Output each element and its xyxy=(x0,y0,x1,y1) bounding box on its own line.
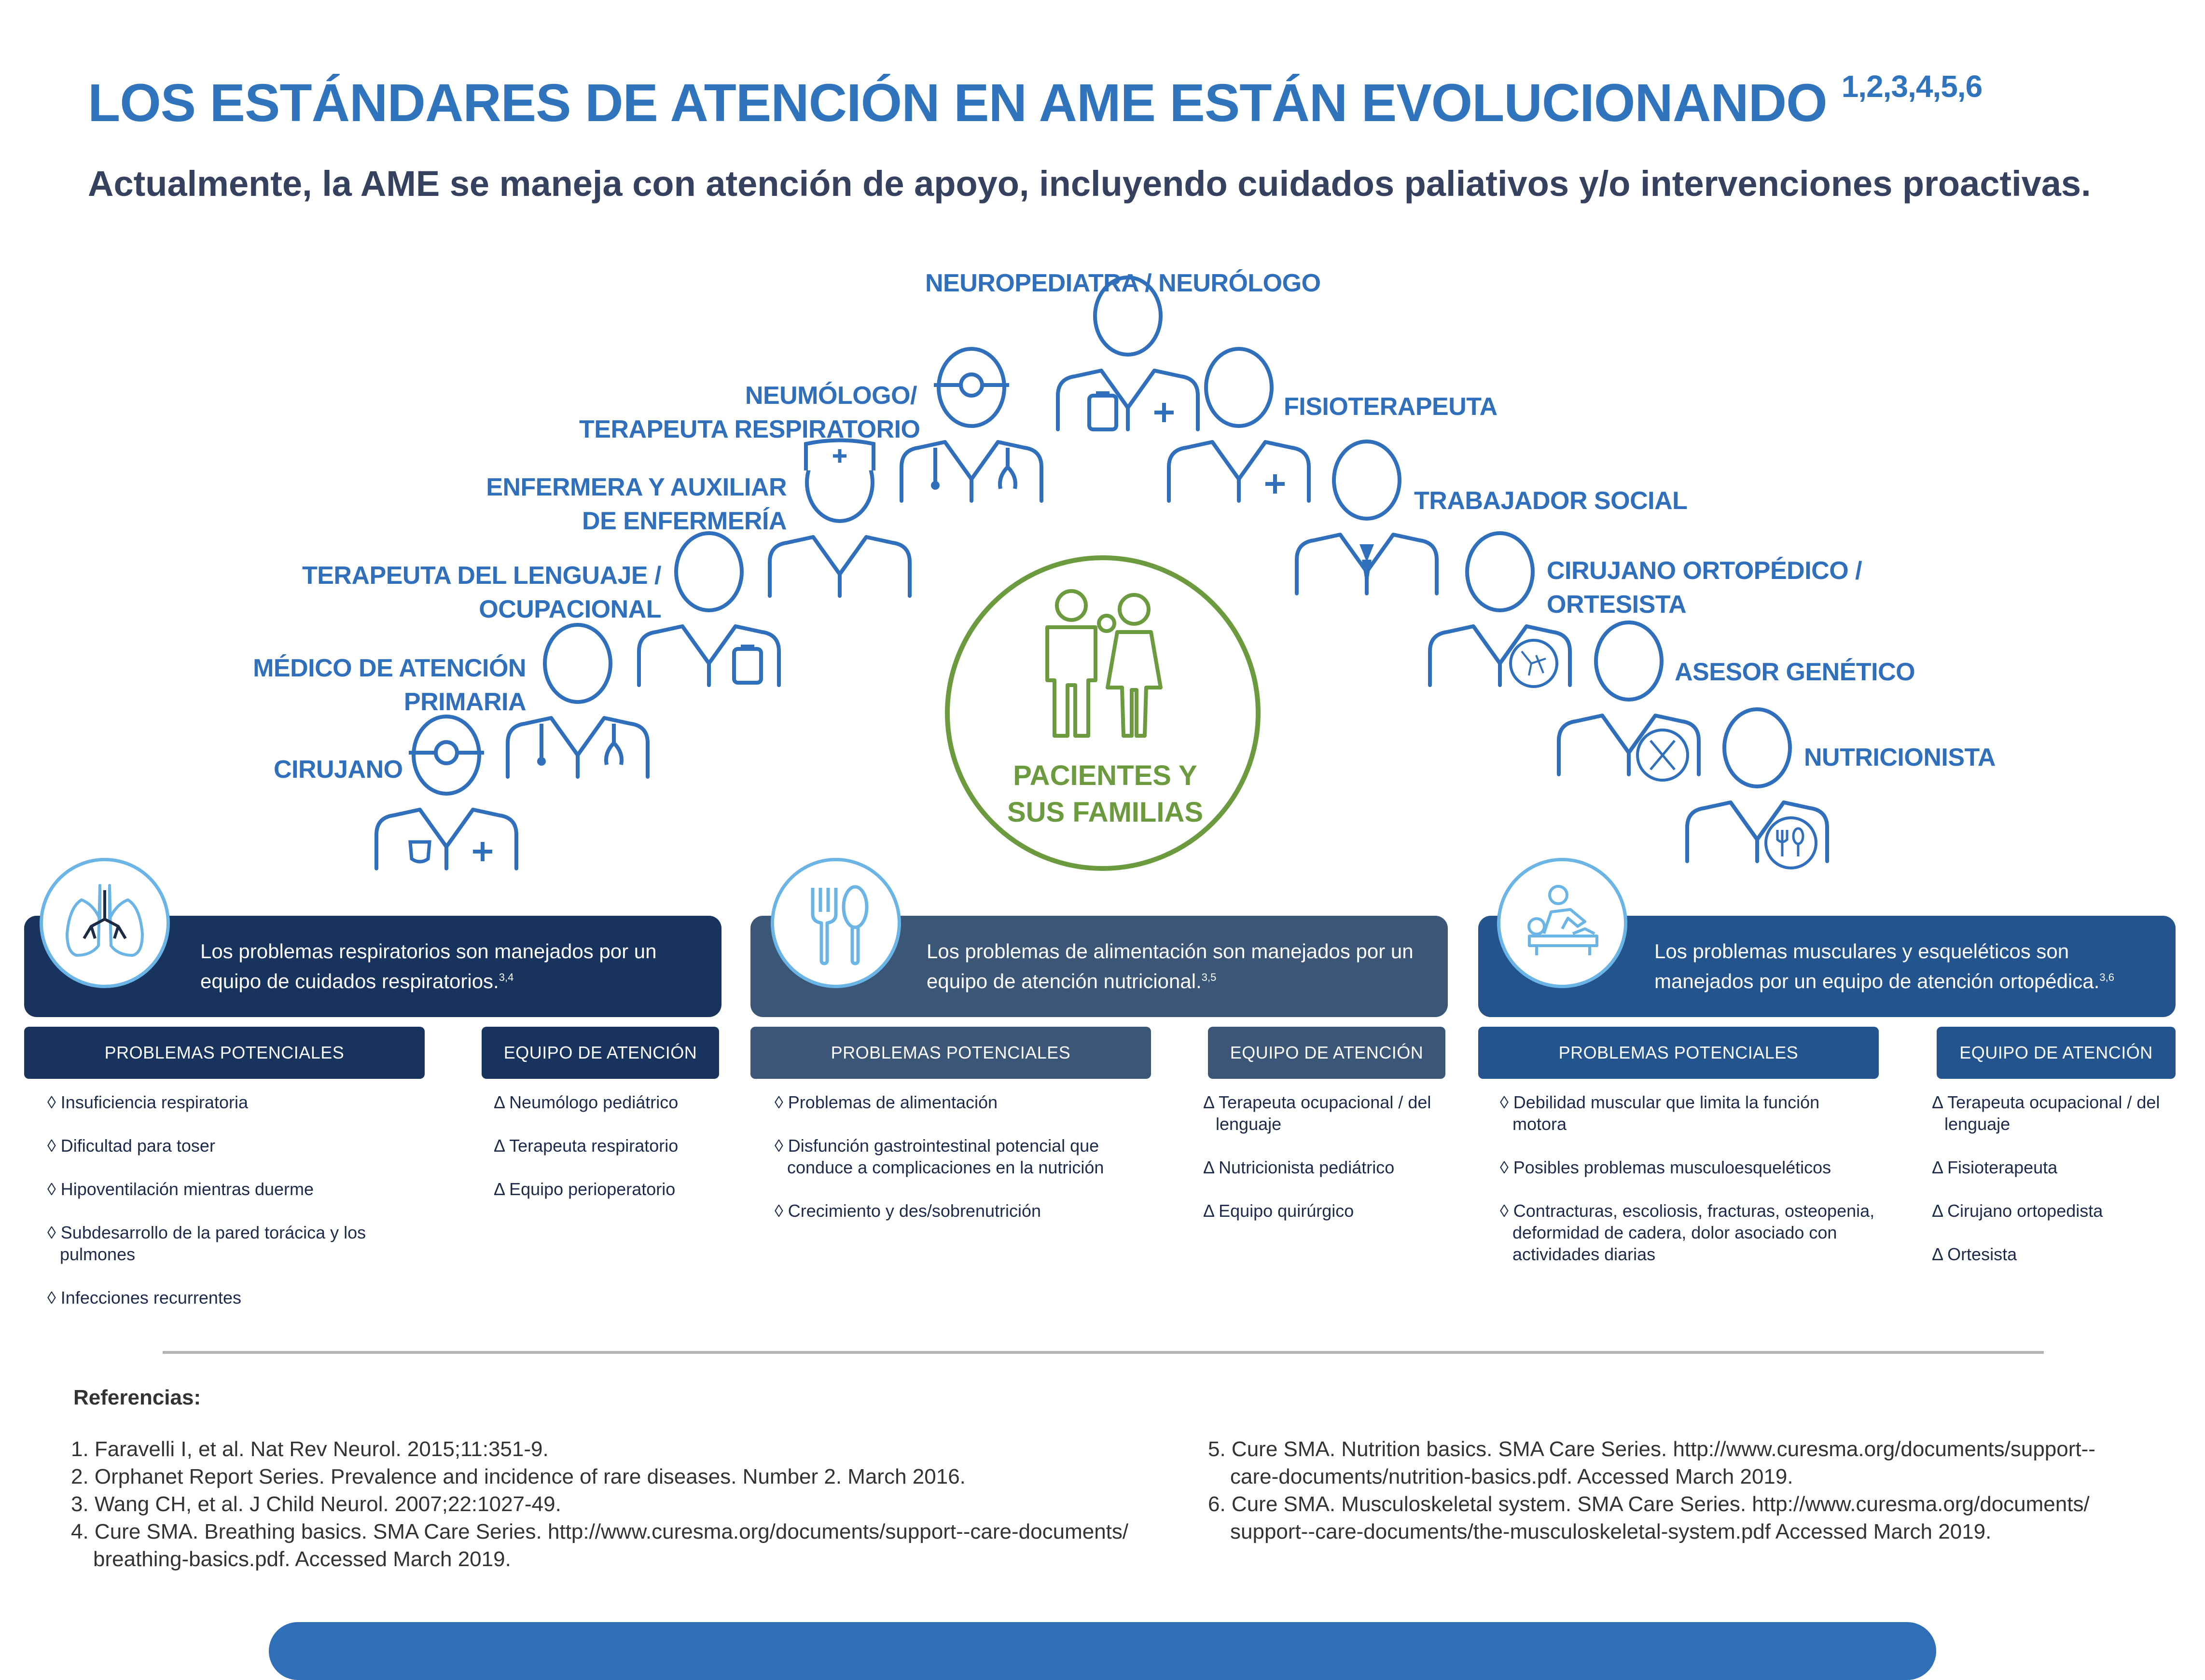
speech-therapist-figure xyxy=(639,533,779,685)
role-pneumologist: NEUMÓLOGO/TERAPEUTA RESPIRATORIO xyxy=(579,382,920,443)
list-item: Δ Ortesista xyxy=(1932,1244,2017,1264)
section-divider xyxy=(163,1351,2044,1354)
list-item: ◊ Infecciones recurrentes xyxy=(47,1288,241,1308)
reference-item: 2. Orphanet Report Series. Prevalence an… xyxy=(71,1465,966,1488)
references-heading: Referencias: xyxy=(73,1386,201,1409)
physiotherapy-icon xyxy=(1497,858,1627,988)
list-item: ◊ Dificultad para toser xyxy=(47,1136,215,1156)
ortho-problems-header: PROBLEMAS POTENCIALES xyxy=(1478,1027,1879,1079)
physiotherapist-figure xyxy=(1169,349,1309,501)
list-item: ◊ Contracturas, escoliosis, fracturas, o… xyxy=(1500,1201,1875,1264)
role-surgeon: CIRUJANO xyxy=(274,756,403,784)
role-nutritionist: NUTRICIONISTA xyxy=(1804,744,1996,771)
pneumologist-figure xyxy=(901,349,1041,501)
fork-spoon-icon xyxy=(771,858,901,988)
nutrition-problems-header: PROBLEMAS POTENCIALES xyxy=(750,1027,1151,1079)
list-item: ◊ Insuficiencia respiratoria xyxy=(47,1092,248,1112)
list-item: Δ Equipo perioperatorio xyxy=(494,1179,676,1199)
social-worker-figure xyxy=(1297,441,1437,593)
respiratory-problems-list: ◊ Insuficiencia respiratoria ◊ Dificulta… xyxy=(47,1091,414,1330)
list-item: ◊ Debilidad muscular que limita la funci… xyxy=(1500,1092,1820,1134)
reference-item: 3. Wang CH, et al. J Child Neurol. 2007;… xyxy=(71,1492,561,1516)
role-neurologist: NEUROPEDIATRA / NEURÓLOGO xyxy=(925,269,1321,297)
patients-families-circle xyxy=(945,555,1261,871)
role-physiotherapist: FISIOTERAPEUTA xyxy=(1284,393,1498,421)
lungs-icon xyxy=(40,858,170,988)
care-team-illustration xyxy=(0,0,2205,871)
page-subtitle: Actualmente, la AME se maneja con atenci… xyxy=(88,164,2091,204)
list-item: ◊ Subdesarrollo de la pared torácica y l… xyxy=(47,1223,366,1264)
nutrition-team-header: EQUIPO DE ATENCIÓN xyxy=(1208,1027,1445,1079)
list-item: Δ Terapeuta ocupacional / del lenguaje xyxy=(1932,1092,2160,1134)
reference-item: 5. Cure SMA. Nutrition basics. SMA Care … xyxy=(1208,1437,2095,1488)
references-left: 1. Faravelli I, et al. Nat Rev Neurol. 2… xyxy=(71,1435,1191,1573)
genetic-counselor-figure xyxy=(1559,622,1699,782)
ortho-team-header: EQUIPO DE ATENCIÓN xyxy=(1937,1027,2176,1079)
ortho-team-list: Δ Terapeuta ocupacional / del lenguaje Δ… xyxy=(1932,1091,2173,1287)
list-item: ◊ Hipoventilación mientras duerme xyxy=(47,1179,314,1199)
footer-bar xyxy=(269,1622,1936,1680)
reference-item: 4. Cure SMA. Breathing basics. SMA Care … xyxy=(71,1520,1129,1571)
reference-item: 1. Faravelli I, et al. Nat Rev Neurol. 2… xyxy=(71,1437,549,1461)
nutrition-team-list: Δ Terapeuta ocupacional / del lenguaje Δ… xyxy=(1203,1091,1444,1243)
reference-item: 6. Cure SMA. Musculoskeletal system. SMA… xyxy=(1208,1492,2090,1543)
nurse-figure xyxy=(770,438,910,596)
list-item: ◊ Disfunción gastrointestinal potencial … xyxy=(775,1136,1104,1177)
list-item: Δ Fisioterapeuta xyxy=(1932,1157,2058,1177)
list-item: Δ Terapeuta ocupacional / del lenguaje xyxy=(1203,1092,1431,1134)
list-item: ◊ Crecimiento y des/sobrenutrición xyxy=(775,1201,1041,1221)
respiratory-team-header: EQUIPO DE ATENCIÓN xyxy=(482,1027,719,1079)
role-genetic-counselor: ASESOR GENÉTICO xyxy=(1675,658,1915,686)
respiratory-problems-header: PROBLEMAS POTENCIALES xyxy=(24,1027,425,1079)
list-item: Δ Equipo quirúrgico xyxy=(1203,1201,1354,1221)
list-item: Δ Neumólogo pediátrico xyxy=(494,1092,679,1112)
page-title: LOS ESTÁNDARES DE ATENCIÓN EN AME ESTÁN … xyxy=(88,69,1983,133)
orthopedic-surgeon-figure xyxy=(1430,533,1570,688)
respiratory-team-list: Δ Neumólogo pediátrico Δ Terapeuta respi… xyxy=(494,1091,725,1222)
role-speech-therapist: TERAPEUTA DEL LENGUAJE /OCUPACIONAL xyxy=(302,562,662,623)
list-item: Δ Cirujano ortopedista xyxy=(1932,1201,2103,1221)
references-right: 5. Cure SMA. Nutrition basics. SMA Care … xyxy=(1208,1435,2135,1545)
role-social-worker: TRABAJADOR SOCIAL xyxy=(1414,487,1688,515)
ortho-problems-list: ◊ Debilidad muscular que limita la funci… xyxy=(1500,1091,1876,1287)
neurologist-figure xyxy=(1058,277,1198,431)
primary-doctor-figure xyxy=(508,625,648,777)
list-item: Δ Terapeuta respiratorio xyxy=(494,1136,679,1156)
role-orthopedic-surgeon: CIRUJANO ORTOPÉDICO /ORTESISTA xyxy=(1547,557,1862,619)
list-item: Δ Nutricionista pediátrico xyxy=(1203,1157,1395,1177)
surgeon-figure xyxy=(376,716,516,868)
list-item: ◊ Posibles problemas musculoesqueléticos xyxy=(1500,1157,1831,1177)
title-references: 1,2,3,4,5,6 xyxy=(1841,69,1983,104)
nutrition-problems-list: ◊ Problemas de alimentación ◊ Disfunción… xyxy=(775,1091,1151,1243)
nutritionist-figure xyxy=(1687,709,1827,869)
list-item: ◊ Problemas de alimentación xyxy=(775,1092,998,1112)
